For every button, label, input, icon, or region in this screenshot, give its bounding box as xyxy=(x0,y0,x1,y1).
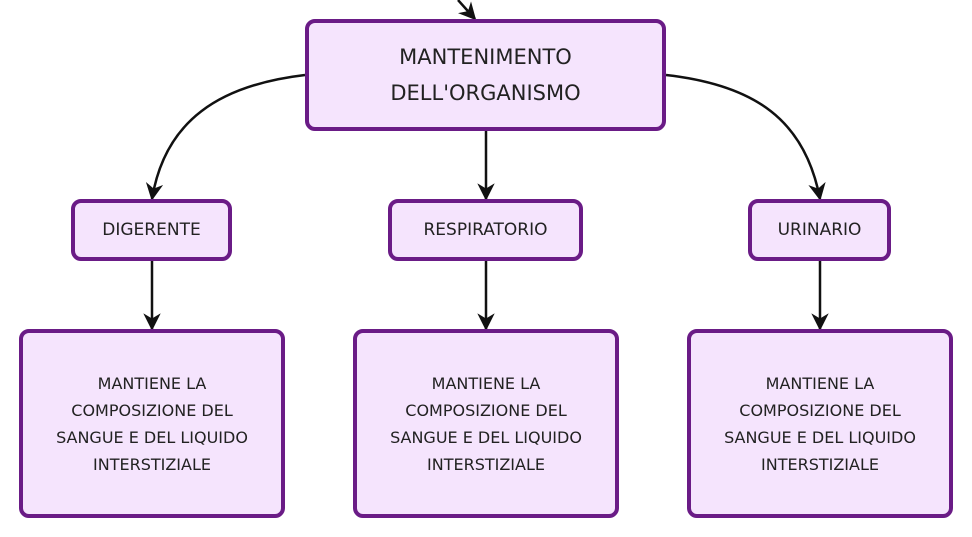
system-node-digerente[interactable]: DIGERENTE xyxy=(71,199,232,261)
description-line: MANTIENE LA xyxy=(765,373,875,393)
root-label: MANTENIMENTO DELL'ORGANISMO xyxy=(390,39,580,111)
description-node-urinario[interactable]: MANTIENE LA COMPOSIZIONE DEL SANGUE E DE… xyxy=(687,329,953,518)
edge-incoming-root xyxy=(457,0,477,21)
root-label-line-2: DELL'ORGANISMO xyxy=(390,81,581,105)
edge-root-to-urinario xyxy=(665,73,826,201)
description-line: INTERSTIZIALE xyxy=(93,454,211,474)
root-label-line-1: MANTENIMENTO xyxy=(399,45,572,69)
description-line: COMPOSIZIONE DEL xyxy=(405,400,567,420)
description-line: MANTIENE LA xyxy=(431,373,541,393)
description-node-respiratorio[interactable]: MANTIENE LA COMPOSIZIONE DEL SANGUE E DE… xyxy=(353,329,619,518)
system-label-urinario: URINARIO xyxy=(777,220,862,240)
description-text: MANTIENE LA COMPOSIZIONE DEL SANGUE E DE… xyxy=(390,370,582,478)
description-line: SANGUE E DEL LIQUIDO xyxy=(390,427,582,447)
description-line: SANGUE E DEL LIQUIDO xyxy=(56,427,248,447)
description-line: COMPOSIZIONE DEL xyxy=(739,400,901,420)
system-label-digerente: DIGERENTE xyxy=(102,220,201,240)
system-label-respiratorio: RESPIRATORIO xyxy=(423,220,548,240)
description-node-digerente[interactable]: MANTIENE LA COMPOSIZIONE DEL SANGUE E DE… xyxy=(19,329,285,518)
description-line: INTERSTIZIALE xyxy=(427,454,545,474)
description-text: MANTIENE LA COMPOSIZIONE DEL SANGUE E DE… xyxy=(724,370,916,478)
system-node-urinario[interactable]: URINARIO xyxy=(748,199,891,261)
description-line: SANGUE E DEL LIQUIDO xyxy=(724,427,916,447)
description-line: MANTIENE LA xyxy=(97,373,207,393)
description-line: INTERSTIZIALE xyxy=(761,454,879,474)
root-node[interactable]: MANTENIMENTO DELL'ORGANISMO xyxy=(305,19,666,131)
system-node-respiratorio[interactable]: RESPIRATORIO xyxy=(388,199,583,261)
description-text: MANTIENE LA COMPOSIZIONE DEL SANGUE E DE… xyxy=(56,370,248,478)
edge-root-to-digerente xyxy=(145,73,306,201)
description-line: COMPOSIZIONE DEL xyxy=(71,400,233,420)
